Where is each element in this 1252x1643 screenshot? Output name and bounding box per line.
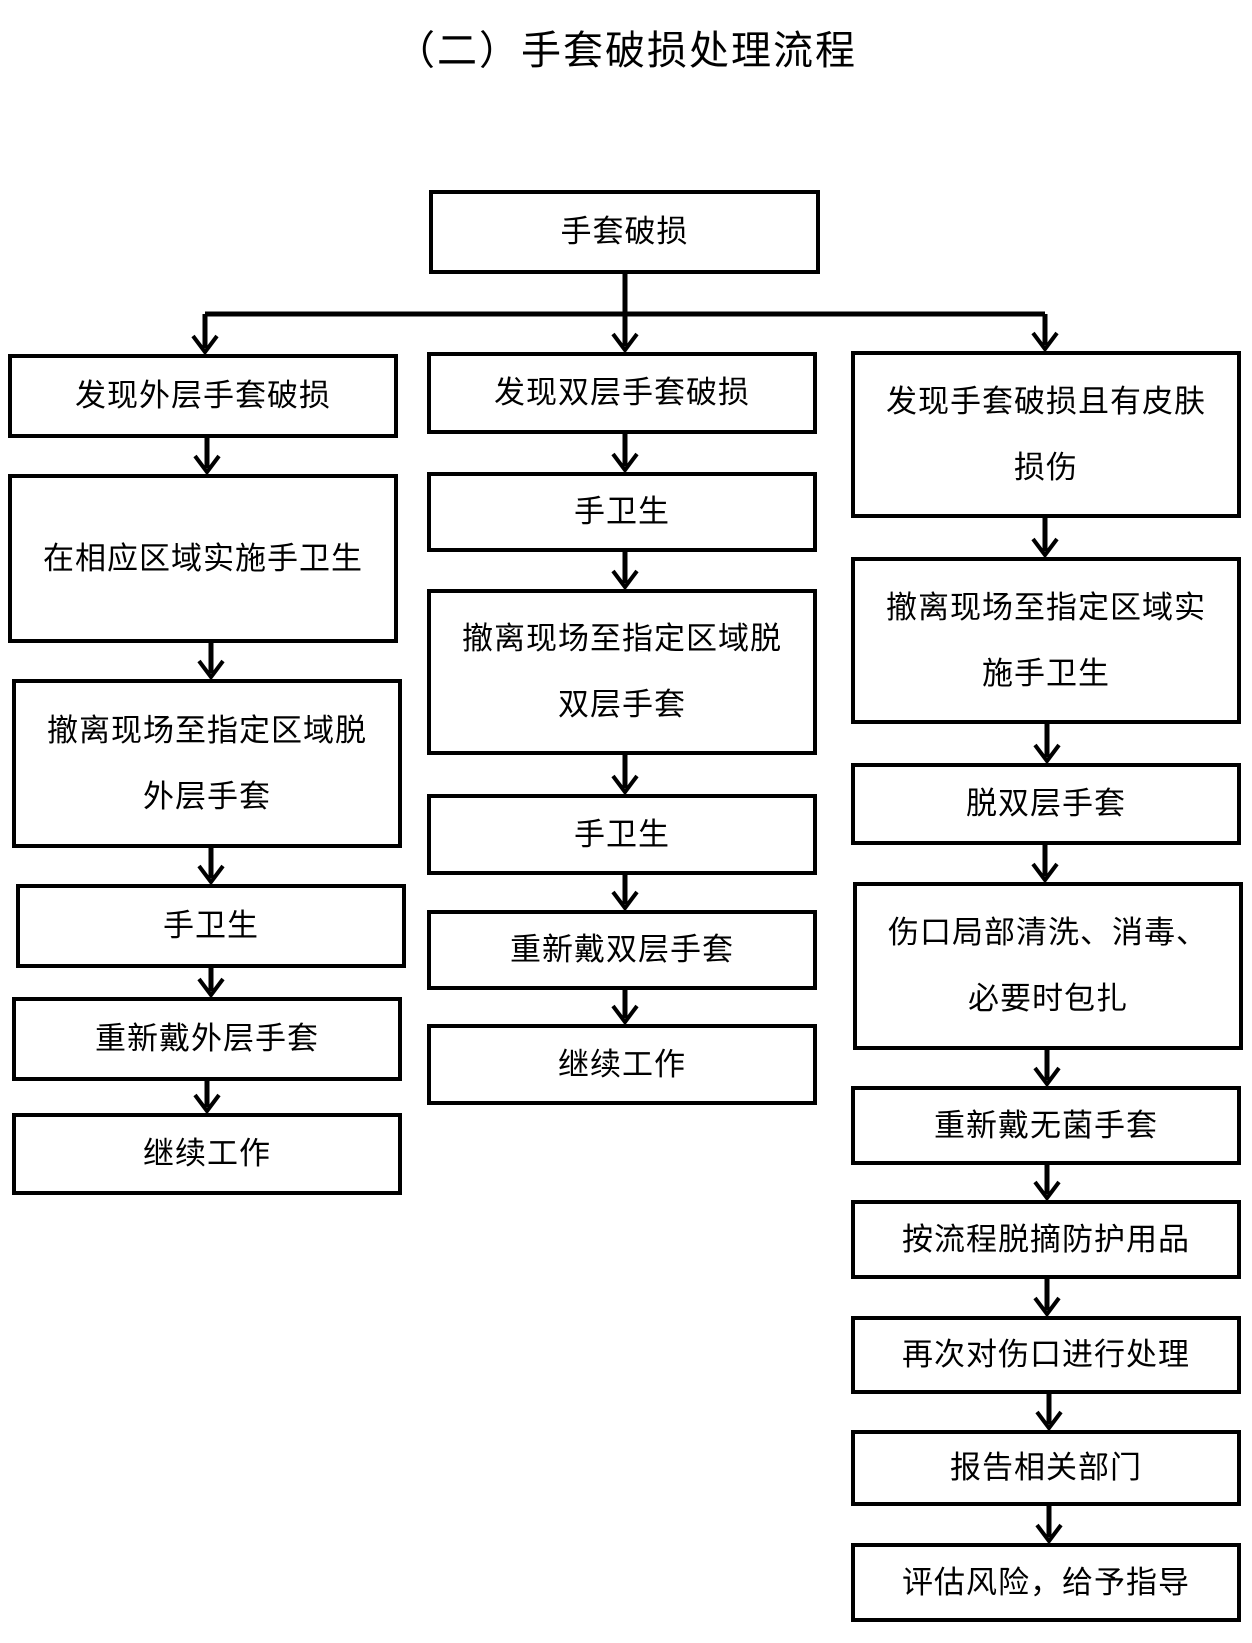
col1-step-4: 重新戴外层手套 bbox=[12, 997, 402, 1081]
col3-step-6: 再次对伤口进行处理 bbox=[851, 1316, 1241, 1394]
col3-header: 发现手套破损且有皮肤损伤 bbox=[851, 351, 1241, 518]
col3-step-3: 伤口局部清洗、消毒、必要时包扎 bbox=[853, 882, 1243, 1050]
col3-step-7: 报告相关部门 bbox=[851, 1430, 1241, 1506]
col2-step-4: 重新戴双层手套 bbox=[427, 910, 817, 990]
col3-step-4: 重新戴无菌手套 bbox=[851, 1086, 1241, 1165]
col2-step-2: 撤离现场至指定区域脱双层手套 bbox=[427, 589, 817, 755]
col3-step-8: 评估风险，给予指导 bbox=[851, 1543, 1241, 1622]
col3-step-2: 脱双层手套 bbox=[851, 763, 1241, 845]
col2-step-3: 手卫生 bbox=[427, 794, 817, 875]
col1-step-1: 在相应区域实施手卫生 bbox=[8, 474, 398, 643]
col3-step-1: 撤离现场至指定区域实施手卫生 bbox=[851, 557, 1241, 724]
col1-step-5: 继续工作 bbox=[12, 1113, 402, 1195]
col2-step-5: 继续工作 bbox=[427, 1024, 817, 1105]
col1-step-2: 撤离现场至指定区域脱外层手套 bbox=[12, 679, 402, 848]
col2-header: 发现双层手套破损 bbox=[427, 352, 817, 434]
col3-step-5: 按流程脱摘防护用品 bbox=[851, 1200, 1241, 1279]
col2-step-1: 手卫生 bbox=[427, 472, 817, 552]
col1-step-3: 手卫生 bbox=[16, 884, 406, 968]
col1-header: 发现外层手套破损 bbox=[8, 354, 398, 438]
node-root: 手套破损 bbox=[429, 190, 820, 274]
page-title: （二）手套破损处理流程 bbox=[395, 28, 857, 74]
